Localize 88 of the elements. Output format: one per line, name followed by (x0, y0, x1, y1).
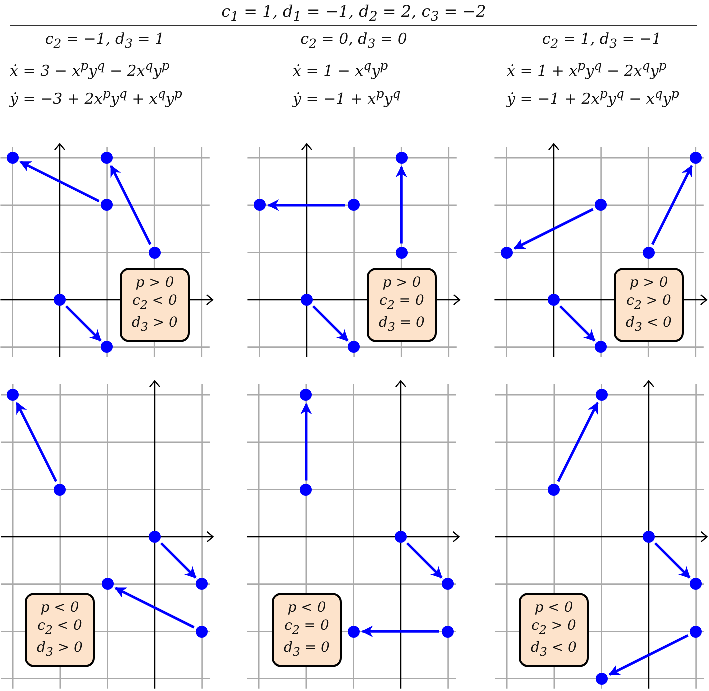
equation: ẋ = 1 + x$^{p}$y$^{q}$ − 2x$^{q}$y$^{p}$ (507, 58, 667, 80)
point-dot (690, 626, 702, 638)
point-dot (642, 246, 655, 259)
arrow (559, 305, 596, 342)
arrow (608, 634, 689, 676)
equation: ẋ = 3 − x$^{p}$y$^{q}$ − 2x$^{q}$y$^{p}$ (10, 58, 170, 80)
point-dot (101, 152, 114, 164)
equation: ẏ = −3 + 2x$^{p}$y$^{q}$ + x$^{q}$y$^{p}$ (10, 86, 182, 108)
condition-box (272, 593, 342, 667)
point-dot (442, 578, 454, 590)
condition-box (614, 268, 684, 342)
condition-text: p > 0 (136, 274, 174, 292)
column-heading: c$_{2}$ = −1, d$_{3}$ = 1 (45, 30, 165, 51)
point-dot (348, 341, 360, 354)
point-dot (396, 152, 408, 164)
condition-box (120, 268, 190, 342)
arrow (396, 166, 408, 244)
point-dot (548, 294, 560, 306)
arrow (65, 305, 102, 342)
arrow (654, 542, 691, 579)
point-dot (196, 626, 208, 638)
point-dot (442, 626, 454, 638)
point-dot (348, 626, 360, 638)
condition-text: p > 0 (382, 274, 422, 292)
condition-text: d$_{3}$ = 0 (284, 639, 330, 661)
column-heading: c$_{2}$ = 1, d$_{3}$ = −1 (542, 30, 662, 51)
condition-text: p > 0 (630, 274, 668, 292)
condition-text: c$_{2}$ = 0 (284, 617, 330, 639)
point-dot (395, 531, 407, 543)
point-dot (54, 294, 66, 306)
point-dot (500, 246, 513, 259)
equation: ẏ = −1 + x$^{p}$y$^{q}$ (293, 86, 401, 108)
condition-text: c$_{2}$ = 0 (380, 292, 424, 314)
point-dot (149, 531, 161, 543)
arrow (514, 208, 594, 250)
condition-text: d$_{3}$ < 0 (531, 639, 577, 661)
point-dot (102, 578, 114, 590)
condition-box (25, 593, 95, 667)
condition-text: c$_{2}$ > 0 (626, 292, 672, 314)
arrow (20, 160, 100, 203)
point-dot (54, 484, 66, 496)
arrow (16, 402, 58, 482)
point-dot (254, 199, 266, 212)
arrow (268, 200, 346, 212)
point-dot (595, 199, 608, 212)
arrow (362, 626, 440, 638)
arrow (312, 305, 349, 342)
point-dot (690, 152, 702, 164)
point-dot (348, 199, 360, 212)
point-dot (643, 531, 655, 543)
column-heading: c$_{2}$ = 0, d$_{3}$ = 0 (300, 30, 408, 51)
condition-text: p < 0 (534, 599, 574, 618)
point-dot (148, 246, 161, 259)
condition-text: p < 0 (40, 599, 80, 618)
point-dot (690, 578, 702, 590)
arrow (557, 402, 599, 482)
condition-box (367, 268, 437, 342)
point-dot (300, 389, 312, 402)
point-dot (7, 389, 20, 402)
arrow (651, 165, 694, 246)
arrow (406, 542, 443, 579)
point-dot (6, 152, 19, 164)
condition-text: c$_{2}$ > 0 (532, 617, 576, 639)
equation: ẋ = 1 − x$^{q}$y$^{p}$ (293, 58, 388, 80)
point-dot (300, 484, 312, 496)
condition-text: d$_{3}$ = 0 (379, 314, 425, 336)
arrow (300, 402, 312, 481)
point-dot (101, 341, 114, 354)
point-dot (595, 341, 608, 354)
point-dot (196, 578, 208, 590)
point-dot (101, 199, 114, 212)
parameter-heading: c$_{1}$ = 1, d$_{1}$ = −1, d$_{2}$ = 2, c$_{3}$ = −2 (222, 2, 486, 26)
point-dot (301, 294, 313, 306)
arrow (160, 542, 197, 579)
condition-box (519, 593, 589, 667)
condition-text: d$_{3}$ > 0 (37, 639, 83, 661)
condition-text: d$_{3}$ > 0 (132, 314, 178, 336)
condition-text: c$_{2}$ < 0 (38, 617, 82, 639)
arrow (114, 587, 195, 629)
equation: ẏ = −1 + 2x$^{p}$y$^{q}$ − x$^{q}$y$^{p}$ (507, 86, 680, 108)
point-dot (396, 246, 408, 259)
condition-text: d$_{3}$ < 0 (626, 314, 672, 336)
point-dot (596, 389, 608, 402)
point-dot (596, 672, 608, 685)
condition-text: c$_{2}$ < 0 (132, 292, 178, 314)
point-dot (548, 484, 560, 496)
arrow (110, 165, 152, 246)
condition-text: p < 0 (288, 599, 326, 618)
